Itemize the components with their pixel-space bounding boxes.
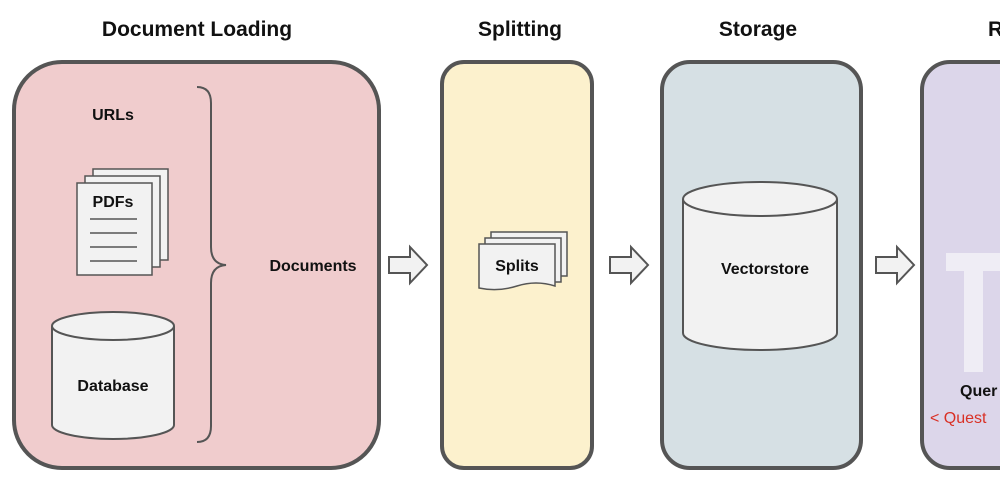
stage-title-splitting: Splitting [478,18,562,41]
splits-icon [478,231,568,291]
vectorstore-icon [682,181,838,351]
pdf-stack-icon [76,168,169,276]
splits-label: Splits [495,258,539,275]
question-label: < Quest [930,410,987,427]
brace-icon [196,86,227,443]
arrow-right-icon [388,244,429,286]
arrow-right-icon [875,244,916,286]
pdfs-label: PDFs [93,194,134,211]
database-icon [51,311,175,440]
urls-label: URLs [92,107,134,124]
stage-title-storage: Storage [719,18,797,41]
stage-title-document-loading: Document Loading [102,18,292,41]
t-glyph-icon [946,253,1000,372]
vectorstore-label: Vectorstore [721,261,809,278]
stage-title-retrieval: R [988,18,1000,41]
database-label: Database [77,378,148,395]
query-label: Quer [960,383,997,400]
arrow-right-icon [609,244,650,286]
documents-label: Documents [269,258,356,275]
